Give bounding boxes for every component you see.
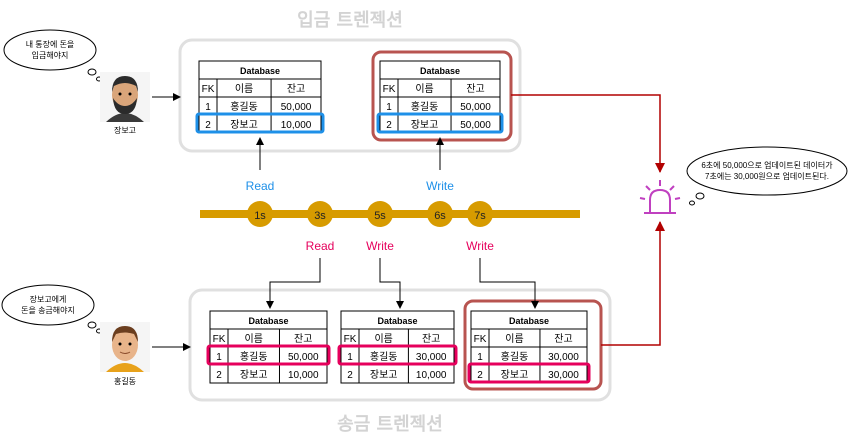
- deposit-write-highlight: [376, 112, 504, 134]
- column-header: 잔고: [466, 83, 484, 95]
- alarm-icon: [639, 180, 681, 214]
- deposit-user-bubble: 내 통장에 돈을 입금해야지: [3, 29, 102, 82]
- column-header: 잔고: [422, 333, 440, 345]
- table-cell: 홍길동: [240, 350, 268, 363]
- table-cell: 10,000: [281, 120, 312, 131]
- table-cell: 30,000: [548, 352, 579, 363]
- table-header: Database: [248, 316, 288, 326]
- table-cell: 1: [347, 352, 353, 363]
- table-cell: 1: [205, 102, 211, 113]
- transfer-user-avatar: [100, 322, 150, 372]
- column-header: FK: [474, 334, 487, 345]
- transfer-final-highlight: [467, 362, 591, 384]
- table-cell: 홍길동: [370, 350, 398, 363]
- deposit-read-highlight: [195, 112, 325, 134]
- table-header: Database: [420, 66, 460, 76]
- table-cell: 홍길동: [411, 100, 439, 113]
- table-cell: 장보고: [240, 369, 268, 381]
- table-cell: 2: [216, 370, 222, 381]
- deposit-bubble-line-2: 입금해야지: [32, 50, 69, 60]
- column-header: 이름: [374, 333, 392, 345]
- deposit-alarm-arrow: [511, 94, 665, 173]
- table-cell: 1: [477, 352, 483, 363]
- table-cell: 50,000: [460, 120, 491, 131]
- transfer-title: 송금 트렌젝션: [337, 414, 443, 435]
- timeline-tick-label: 7s: [474, 210, 486, 222]
- transfer-read-label: Read: [306, 239, 335, 253]
- column-header: 이름: [505, 333, 523, 345]
- table-cell: 홍길동: [230, 100, 258, 113]
- timeline-tick: [467, 201, 493, 227]
- timeline-tick-label: 6s: [434, 210, 446, 222]
- column-header: 이름: [415, 83, 433, 95]
- table-cell: 장보고: [501, 369, 529, 381]
- column-header: 이름: [235, 83, 253, 95]
- table-cell: 2: [386, 120, 392, 131]
- table-cell: 1: [216, 352, 222, 363]
- column-header: 잔고: [294, 333, 312, 345]
- transfer-write-arrow-2: [479, 258, 539, 309]
- table-cell: 2: [205, 120, 211, 131]
- deposit-bubble-line-1: 내 통장에 돈을: [26, 39, 75, 49]
- deposit-user-name: 장보고: [114, 125, 136, 135]
- timeline-tick: [367, 201, 393, 227]
- transfer-bubble-line-2: 돈을 송금해야지: [21, 305, 75, 315]
- transfer-write-label-1: Write: [366, 239, 394, 253]
- timeline-tick: [247, 201, 273, 227]
- table-cell: 10,000: [288, 370, 319, 381]
- table-cell: 장보고: [411, 119, 439, 131]
- transfer-bubble-line-1: 장보고에게: [30, 294, 67, 304]
- table-cell: 2: [347, 370, 353, 381]
- table-cell: 50,000: [281, 102, 312, 113]
- timeline-tick-label: 1s: [254, 210, 266, 222]
- transfer-alarm-arrow: [601, 221, 665, 346]
- table-header: Database: [240, 66, 280, 76]
- alert-bubble-line-1: 6초에 50,000으로 업데이트된 데이터가: [701, 160, 833, 170]
- deposit-write-label: Write: [426, 179, 454, 193]
- transfer-write-arrow-1: [379, 258, 404, 309]
- column-header: FK: [344, 334, 357, 345]
- alert-bubble-line-2: 7초에는 30,000원으로 업데이트된다.: [705, 171, 829, 181]
- column-header: 잔고: [287, 83, 305, 95]
- column-header: FK: [213, 334, 226, 345]
- deposit-user-avatar: [100, 72, 150, 122]
- column-header: 잔고: [554, 333, 572, 345]
- table-cell: 장보고: [370, 369, 398, 381]
- table-cell: 2: [477, 370, 483, 381]
- transfer-read-highlight: [206, 344, 331, 366]
- table-header: Database: [377, 316, 417, 326]
- table-cell: 30,000: [548, 370, 579, 381]
- deposit-title: 입금 트렌젝션: [297, 9, 403, 31]
- deposit-read-label: Read: [246, 179, 275, 193]
- timeline-tick-label: 3s: [314, 210, 326, 222]
- table-cell: 30,000: [416, 352, 447, 363]
- table-cell: 50,000: [288, 352, 319, 363]
- table-cell: 10,000: [416, 370, 447, 381]
- transfer-read-arrow: [266, 258, 321, 309]
- timeline-tick: [427, 201, 453, 227]
- table-cell: 홍길동: [501, 350, 529, 363]
- column-header: 이름: [245, 333, 263, 345]
- table-cell: 50,000: [460, 102, 491, 113]
- timeline-tick: [307, 201, 333, 227]
- table-cell: 1: [386, 102, 392, 113]
- column-header: FK: [202, 84, 215, 95]
- alert-bubble: 6초에 50,000으로 업데이트된 데이터가 7초에는 30,000원으로 업…: [686, 146, 848, 206]
- transfer-write-label-2: Write: [466, 239, 494, 253]
- column-header: FK: [383, 84, 396, 95]
- table-cell: 장보고: [230, 119, 258, 131]
- transfer-write-highlight: [337, 344, 458, 366]
- timeline-ticks: 1s 3s 5s 6s 7s: [247, 201, 493, 227]
- transfer-user-bubble: 장보고에게 돈을 송금해야지: [1, 284, 102, 334]
- timeline-tick-label: 5s: [374, 210, 386, 222]
- table-header: Database: [509, 316, 549, 326]
- transfer-user-name: 홍길동: [114, 376, 136, 386]
